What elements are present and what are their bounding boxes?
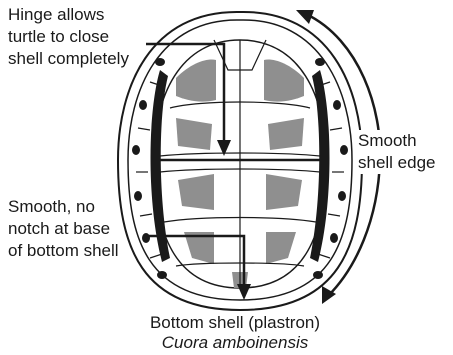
notch-label-line-3: of bottom shell xyxy=(8,240,119,262)
notch-label-line-1: Smooth, no xyxy=(8,196,119,218)
edge-label-line-2: shell edge xyxy=(358,152,436,174)
notch-label: Smooth, no notch at base of bottom shell xyxy=(8,196,119,262)
hinge-label-line-3: shell completely xyxy=(8,48,129,70)
hinge-label: Hinge allows turtle to close shell compl… xyxy=(8,4,129,70)
hinge-label-line-1: Hinge allows xyxy=(8,4,129,26)
edge-arrowhead-top xyxy=(296,10,314,24)
caption-species: Cuora amboinensis xyxy=(0,332,453,354)
hinge-label-line-2: turtle to close xyxy=(8,26,129,48)
caption-title: Bottom shell (plastron) xyxy=(0,312,453,334)
notch-label-line-2: notch at base xyxy=(8,218,119,240)
edge-label-line-1: Smooth xyxy=(358,130,436,152)
edge-label: Smooth shell edge xyxy=(356,130,438,174)
